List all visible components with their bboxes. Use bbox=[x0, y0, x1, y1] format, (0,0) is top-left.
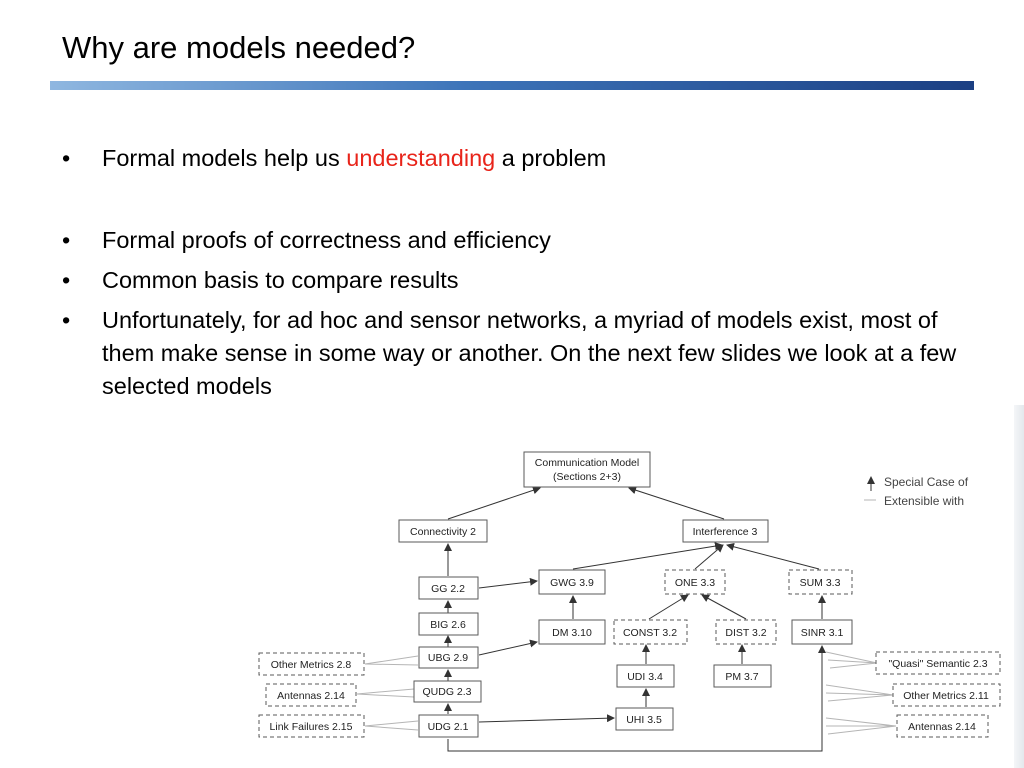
svg-text:SUM 3.3: SUM 3.3 bbox=[800, 577, 841, 589]
svg-text:DM 3.10: DM 3.10 bbox=[552, 627, 592, 639]
bullet-list: • Formal models help us understanding a … bbox=[62, 142, 962, 403]
node-udg: UDG 2.1 bbox=[418, 714, 479, 738]
bullet-marker: • bbox=[62, 267, 71, 293]
title-underline-bar bbox=[50, 81, 974, 90]
bullet-text: Formal proofs of correctness and efficie… bbox=[102, 227, 551, 253]
node-one: ONE 3.3 bbox=[664, 569, 726, 595]
bullet-marker: • bbox=[62, 227, 71, 253]
svg-text:GWG 3.9: GWG 3.9 bbox=[550, 577, 594, 589]
svg-text:Interference 3: Interference 3 bbox=[693, 526, 758, 538]
svg-text:Other Metrics 2.11: Other Metrics 2.11 bbox=[903, 690, 989, 702]
node-other-metrics-right: Other Metrics 2.11 bbox=[892, 683, 1001, 707]
svg-text:UDG 2.1: UDG 2.1 bbox=[428, 721, 469, 733]
svg-text:BIG 2.6: BIG 2.6 bbox=[430, 619, 466, 631]
svg-text:Connectivity 2: Connectivity 2 bbox=[410, 526, 476, 538]
svg-text:Other Metrics 2.8: Other Metrics 2.8 bbox=[271, 659, 352, 671]
svg-text:SINR 3.1: SINR 3.1 bbox=[801, 627, 844, 639]
bullet-text-post: a problem bbox=[495, 145, 607, 171]
svg-text:"Quasi" Semantic 2.3: "Quasi" Semantic 2.3 bbox=[888, 658, 987, 670]
svg-text:CONST 3.2: CONST 3.2 bbox=[623, 627, 677, 639]
node-gwg: GWG 3.9 bbox=[538, 569, 606, 595]
svg-text:DIST 3.2: DIST 3.2 bbox=[725, 627, 766, 639]
node-uhi: UHI 3.5 bbox=[615, 707, 674, 731]
node-ubg: UBG 2.9 bbox=[418, 646, 479, 669]
bullet-item: • Formal models help us understanding a … bbox=[62, 142, 962, 175]
slide-edge-strip bbox=[1014, 405, 1024, 768]
node-antennas-left: Antennas 2.14 bbox=[265, 683, 357, 707]
bullet-text: Common basis to compare results bbox=[102, 267, 459, 293]
bullet-marker: • bbox=[62, 307, 71, 333]
node-pm: PM 3.7 bbox=[713, 664, 772, 688]
svg-text:UBG 2.9: UBG 2.9 bbox=[428, 652, 468, 664]
svg-text:Communication Model: Communication Model bbox=[535, 457, 639, 469]
node-other-metrics-left: Other Metrics 2.8 bbox=[258, 652, 365, 676]
bullet-item: • Formal proofs of correctness and effic… bbox=[62, 224, 962, 257]
node-sinr: SINR 3.1 bbox=[791, 619, 853, 645]
svg-text:Link Failures 2.15: Link Failures 2.15 bbox=[270, 721, 353, 733]
node-link-failures: Link Failures 2.15 bbox=[258, 714, 365, 738]
node-udi: UDI 3.4 bbox=[616, 664, 675, 688]
svg-text:Antennas 2.14: Antennas 2.14 bbox=[277, 690, 345, 702]
node-sum: SUM 3.3 bbox=[788, 569, 853, 595]
node-qudg: QUDG 2.3 bbox=[413, 680, 482, 703]
bullet-text: Unfortunately, for ad hoc and sensor net… bbox=[102, 307, 957, 399]
svg-text:(Sections 2+3): (Sections 2+3) bbox=[553, 471, 621, 483]
svg-text:QUDG 2.3: QUDG 2.3 bbox=[422, 686, 471, 698]
svg-text:Antennas 2.14: Antennas 2.14 bbox=[908, 721, 976, 733]
node-quasi-semantic: "Quasi" Semantic 2.3 bbox=[875, 651, 1001, 675]
extension-links bbox=[356, 651, 897, 735]
legend-extensible: Extensible with bbox=[884, 494, 964, 508]
svg-text:ONE 3.3: ONE 3.3 bbox=[675, 577, 715, 589]
highlighted-word: understanding bbox=[346, 145, 496, 171]
node-gg: GG 2.2 bbox=[418, 576, 479, 600]
bullet-marker: • bbox=[62, 145, 71, 171]
node-antennas-right: Antennas 2.14 bbox=[896, 714, 989, 738]
bullet-item: • Unfortunately, for ad hoc and sensor n… bbox=[62, 304, 962, 403]
node-dm: DM 3.10 bbox=[538, 619, 606, 645]
node-big: BIG 2.6 bbox=[418, 612, 479, 636]
hierarchy-arrows bbox=[444, 486, 826, 752]
node-connectivity: Connectivity 2 bbox=[398, 519, 488, 543]
svg-text:GG 2.2: GG 2.2 bbox=[431, 583, 465, 595]
svg-text:PM 3.7: PM 3.7 bbox=[725, 671, 758, 683]
diagram-legend: Special Case of Extensible with bbox=[864, 475, 969, 508]
bullet-text-pre: Formal models help us bbox=[102, 145, 347, 171]
svg-text:UDI 3.4: UDI 3.4 bbox=[627, 671, 663, 683]
bullet-item: • Common basis to compare results bbox=[62, 264, 962, 297]
node-const: CONST 3.2 bbox=[613, 619, 688, 645]
svg-text:UHI 3.5: UHI 3.5 bbox=[626, 714, 662, 726]
node-interference: Interference 3 bbox=[682, 519, 769, 543]
slide-title: Why are models needed? bbox=[62, 30, 416, 65]
legend-special-case: Special Case of bbox=[884, 475, 969, 489]
node-dist: DIST 3.2 bbox=[715, 619, 777, 645]
node-communication-model: Communication Model (Sections 2+3) bbox=[523, 451, 651, 488]
